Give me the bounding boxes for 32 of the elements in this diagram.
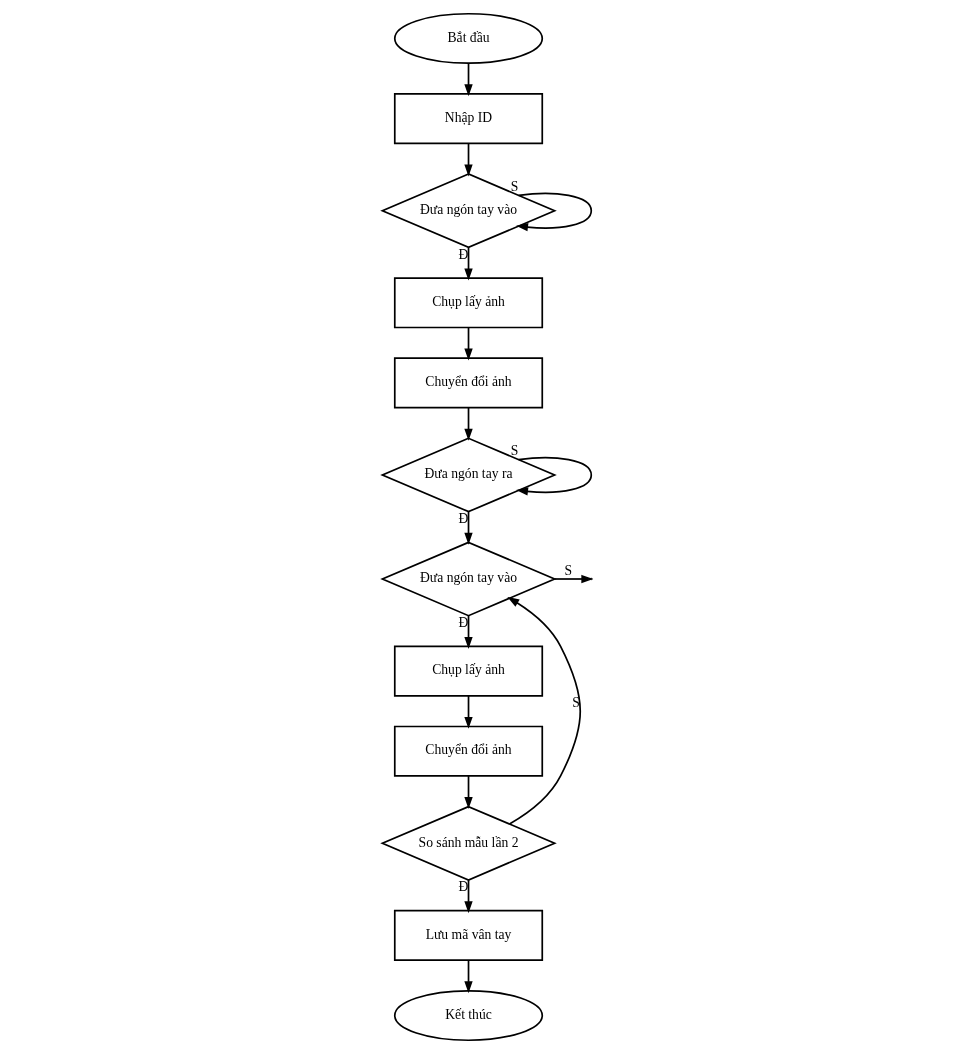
arrow — [515, 456, 592, 496]
arrow — [463, 326, 473, 361]
node-box: Chuyển đổi ảnh — [393, 725, 543, 777]
arrow — [506, 596, 581, 825]
arrow — [463, 246, 473, 281]
edge-label: S — [571, 694, 580, 710]
node-box: Chụp lấy ảnh — [393, 277, 543, 329]
arrow — [463, 406, 473, 441]
node-ellipse: Bắt đầu — [393, 12, 543, 65]
node-box: Lưu mã vân tay — [393, 909, 543, 961]
arrow — [463, 614, 473, 649]
node-box: Chụp lấy ảnh — [393, 645, 543, 697]
node-diamond: So sánh mẫu lần 2 — [379, 805, 557, 881]
edge-label: S — [510, 178, 518, 194]
arrow — [463, 142, 473, 177]
node-box: Chuyển đổi ảnh — [393, 357, 543, 409]
node-diamond: Đưa ngón tay vào — [379, 541, 557, 617]
arrow — [463, 959, 473, 994]
edge-label: S — [510, 443, 518, 459]
arrow — [515, 192, 592, 232]
arrow — [463, 879, 473, 914]
edge-label: Đ — [457, 246, 468, 262]
arrow — [463, 511, 473, 545]
edge-label: Đ — [457, 614, 468, 630]
arrow — [463, 62, 473, 97]
edge-label: Đ — [457, 879, 468, 895]
edge-label: Đ — [457, 510, 468, 526]
node-ellipse: Kết thúc — [393, 989, 543, 1042]
arrow — [463, 695, 473, 729]
edge-label: S — [564, 562, 572, 578]
arrow — [463, 775, 473, 809]
node-box: Nhập ID — [393, 93, 543, 145]
